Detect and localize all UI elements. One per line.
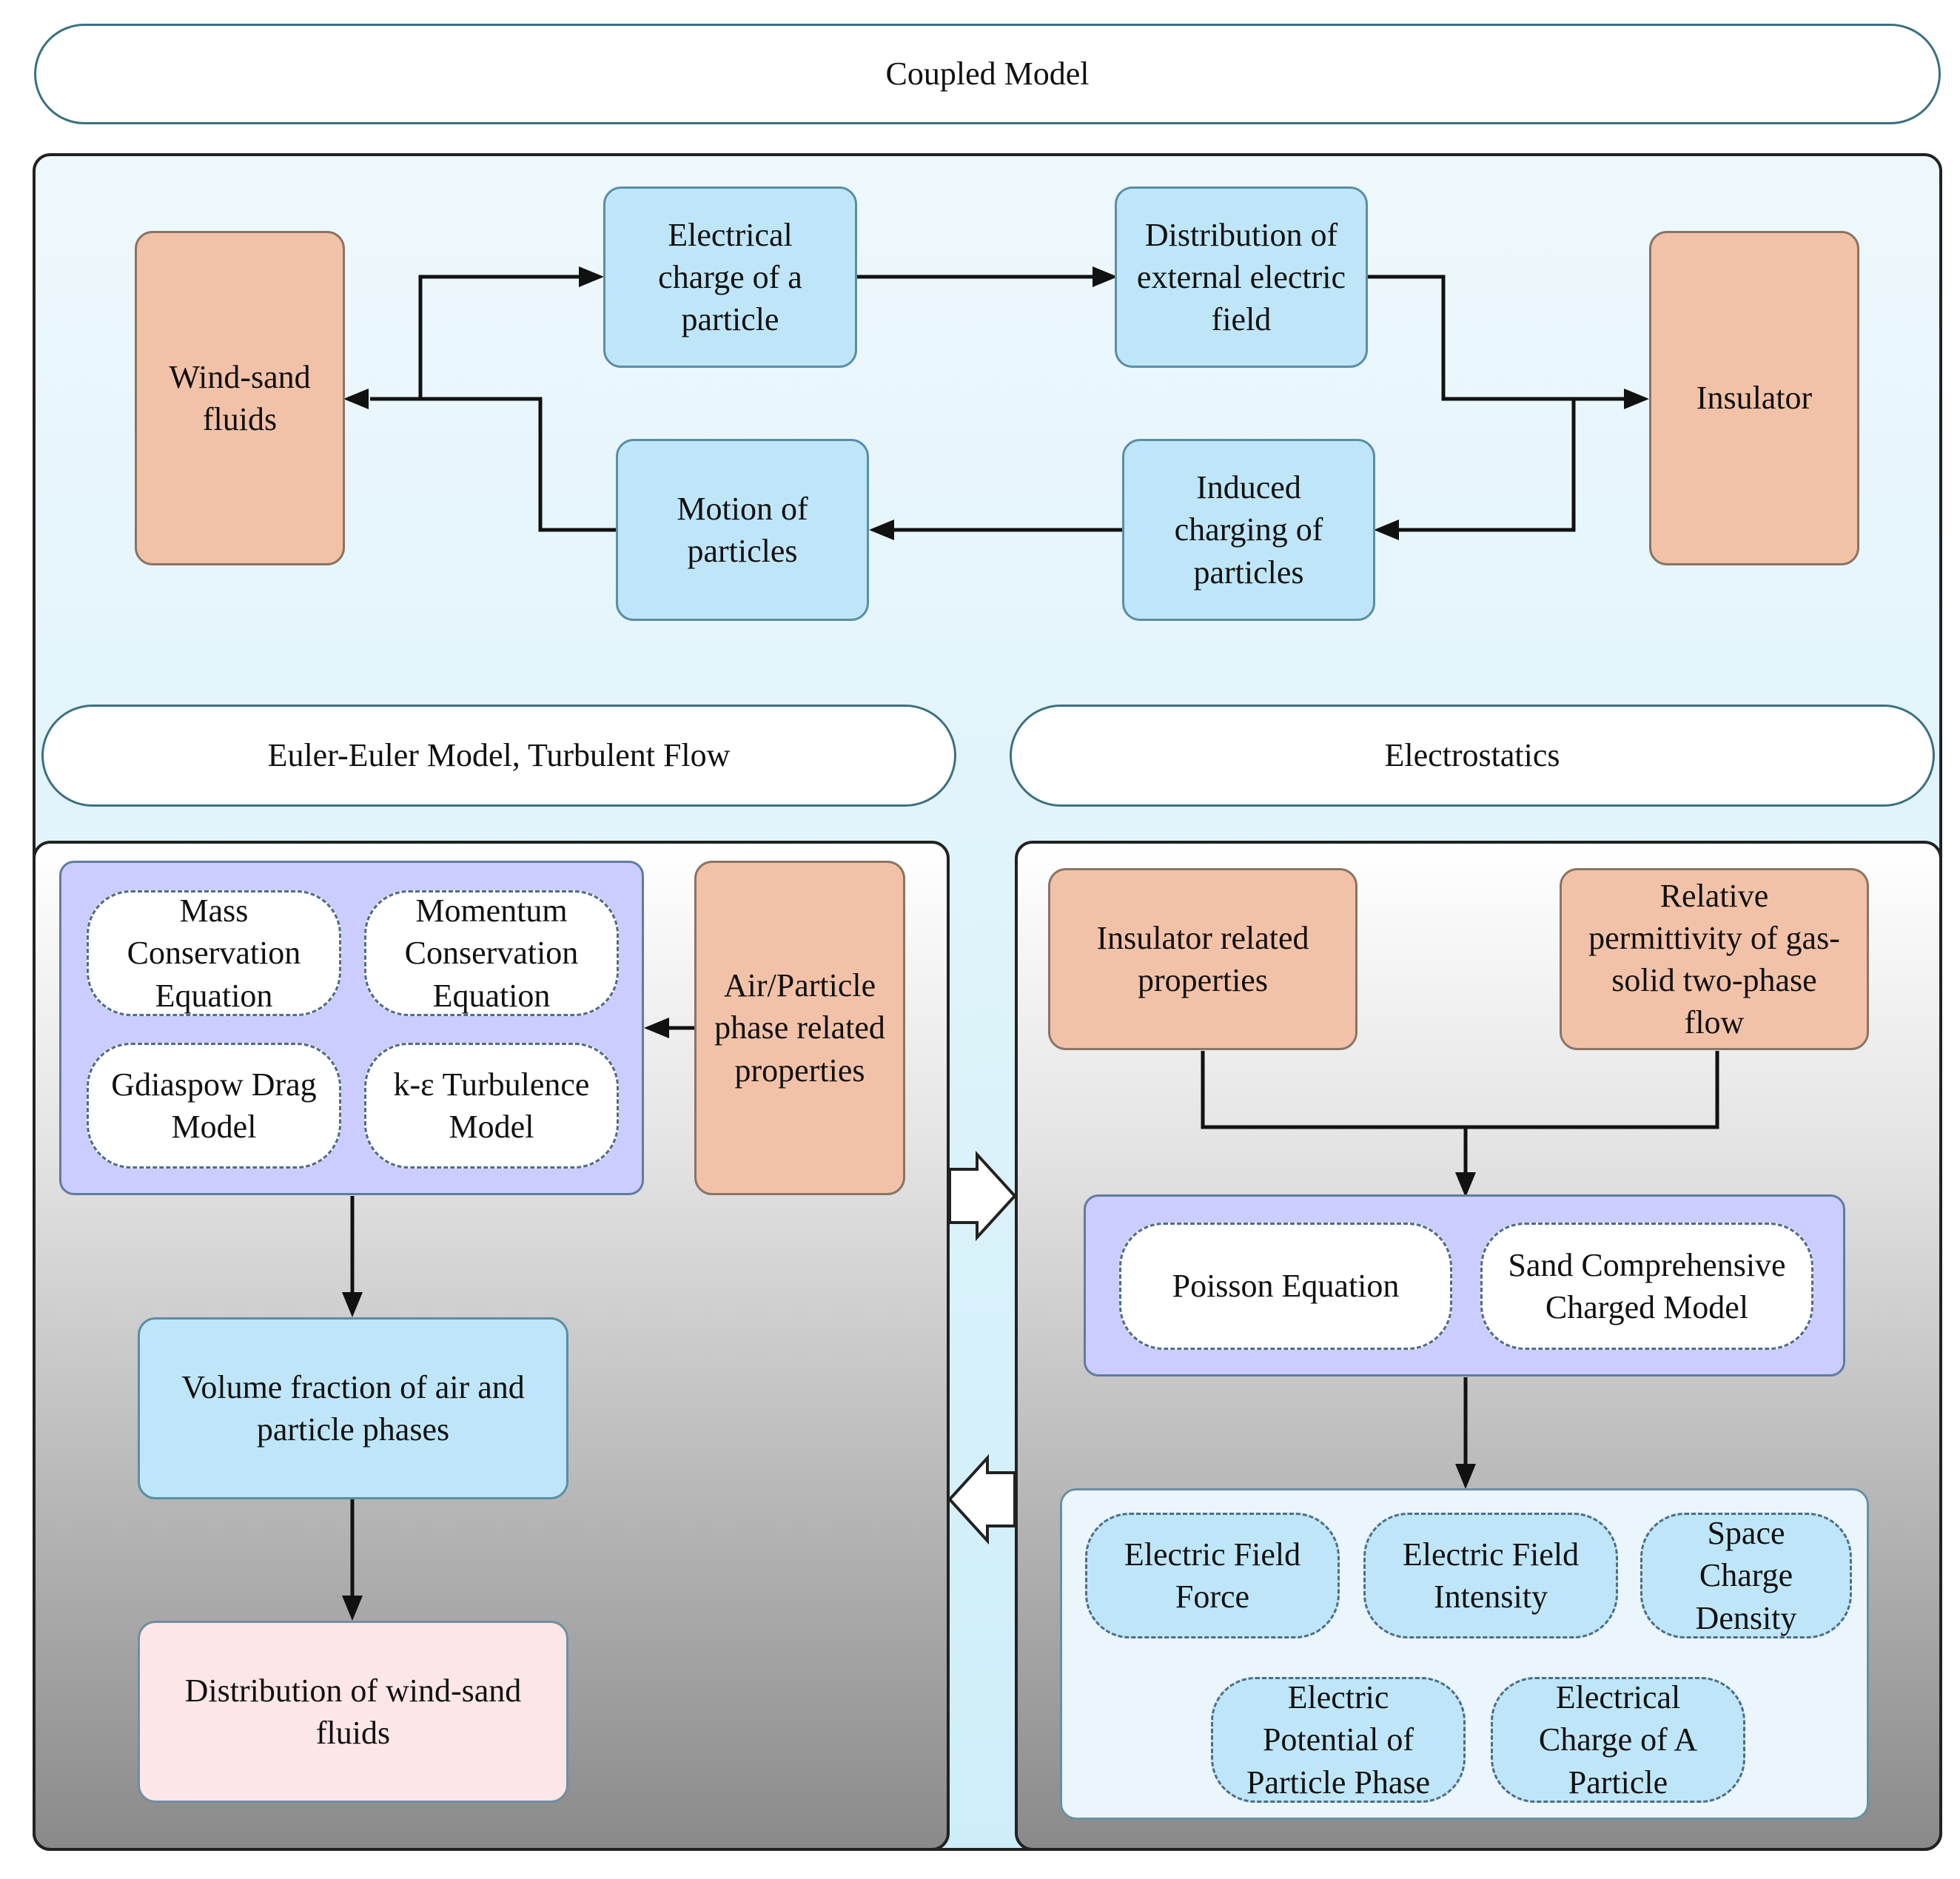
electrical-charge-label: Electrical charge of a particle — [658, 216, 802, 338]
air-particle-properties-label: Air/Particle phase related properties — [714, 967, 885, 1089]
euler-panel-title-text: Euler-Euler Model, Turbulent Flow — [267, 737, 731, 774]
k-epsilon-box: k-ε Turbulence Model — [364, 1043, 619, 1169]
arrowhead-to-outputs — [1455, 1464, 1476, 1489]
electric-potential-label: Electric Potential of Particle Phase — [1246, 1679, 1431, 1801]
induced-charging-box: Induced charging of particles — [1122, 439, 1375, 621]
motion-label: Motion of particles — [677, 490, 808, 569]
euler-panel-title: Euler-Euler Model, Turbulent Flow — [41, 705, 956, 807]
arrowhead-to-field — [1093, 266, 1118, 287]
volume-fraction-box: Volume fraction of air and particle phas… — [138, 1317, 568, 1499]
electric-potential-box: Electric Potential of Particle Phase — [1211, 1677, 1466, 1803]
hollow-arrow-left — [947, 1453, 1016, 1545]
wind-sand-distribution-box: Distribution of wind-sand fluids — [138, 1621, 568, 1803]
connector-insulator-props — [1201, 1051, 1719, 1129]
electrostatics-panel-title-text: Electrostatics — [1384, 737, 1560, 774]
connector-field-to-insulator — [1368, 275, 1624, 401]
arrowhead-to-induced — [1374, 520, 1399, 540]
connector-motion-to-wind — [370, 397, 617, 532]
external-field-box: Distribution of external electric field — [1115, 186, 1368, 368]
induced-charging-label: Induced charging of particles — [1174, 469, 1323, 591]
momentum-conservation-box: Momentum Conservation Equation — [364, 890, 619, 1016]
relative-permittivity-label: Relative permittivity of gas- solid two-… — [1588, 877, 1840, 1041]
electric-field-intensity-box: Electric Field Intensity — [1363, 1513, 1618, 1638]
electrical-charge-particle-box: Electrical Charge of A Particle — [1491, 1677, 1745, 1803]
arrowhead-to-motion — [869, 520, 894, 540]
insulator-properties-box: Insulator related properties — [1048, 868, 1357, 1050]
arrowhead-to-charge — [579, 266, 604, 287]
wind-sand-distribution-label: Distribution of wind-sand fluids — [184, 1672, 522, 1751]
electric-field-force-box: Electric Field Force — [1085, 1513, 1340, 1638]
mass-conservation-box: Mass Conservation Equation — [87, 890, 341, 1016]
space-charge-density-box: Space Charge Density — [1640, 1513, 1852, 1638]
insulator-properties-label: Insulator related properties — [1096, 919, 1309, 998]
motion-box: Motion of particles — [616, 439, 869, 621]
arrowhead-to-volume — [342, 1292, 363, 1317]
arrowhead-to-wind — [343, 389, 369, 409]
coupled-model-title: Coupled Model — [34, 24, 1941, 124]
electrostatics-panel-title: Electrostatics — [1010, 705, 1935, 807]
connector-insulator-to-induced — [1399, 399, 1576, 532]
electric-field-intensity-label: Electric Field Intensity — [1402, 1536, 1580, 1615]
poisson-equation-box: Poisson Equation — [1119, 1223, 1452, 1350]
relative-permittivity-box: Relative permittivity of gas- solid two-… — [1560, 868, 1869, 1050]
gidaspow-drag-box: Gdiaspow Drag Model — [87, 1043, 341, 1169]
poisson-equation-label: Poisson Equation — [1172, 1268, 1400, 1305]
sand-charged-model-box: Sand Comprehensive Charged Model — [1480, 1223, 1813, 1350]
arrowhead-to-distribution — [342, 1596, 363, 1621]
space-charge-density-label: Space Charge Density — [1695, 1515, 1797, 1636]
wind-sand-fluids-box: Wind-sand fluids — [135, 231, 345, 565]
electrical-charge-particle-label: Electrical Charge of A Particle — [1538, 1679, 1698, 1801]
coupled-model-title-text: Coupled Model — [885, 56, 1090, 93]
electric-field-force-label: Electric Field Force — [1124, 1536, 1301, 1615]
wind-sand-fluids-label: Wind-sand fluids — [169, 358, 311, 437]
hollow-arrow-right — [948, 1150, 1017, 1242]
electrical-charge-box: Electrical charge of a particle — [603, 186, 857, 368]
arrowhead-to-insulator — [1624, 389, 1649, 409]
insulator-box: Insulator — [1649, 231, 1859, 565]
volume-fraction-label: Volume fraction of air and particle phas… — [181, 1368, 525, 1448]
air-particle-properties-box: Air/Particle phase related properties — [694, 861, 905, 1195]
connector-wind-to-charge — [418, 275, 579, 399]
k-epsilon-label: k-ε Turbulence Model — [393, 1066, 590, 1145]
external-field-label: Distribution of external electric field — [1136, 216, 1346, 338]
momentum-conservation-label: Momentum Conservation Equation — [404, 893, 579, 1014]
insulator-label: Insulator — [1696, 380, 1813, 417]
arrowhead-to-poisson — [1455, 1172, 1476, 1197]
sand-charged-model-label: Sand Comprehensive Charged Model — [1508, 1246, 1786, 1325]
gidaspow-drag-label: Gdiaspow Drag Model — [111, 1066, 317, 1145]
arrowhead-to-equations — [644, 1018, 669, 1038]
mass-conservation-label: Mass Conservation Equation — [127, 893, 301, 1014]
